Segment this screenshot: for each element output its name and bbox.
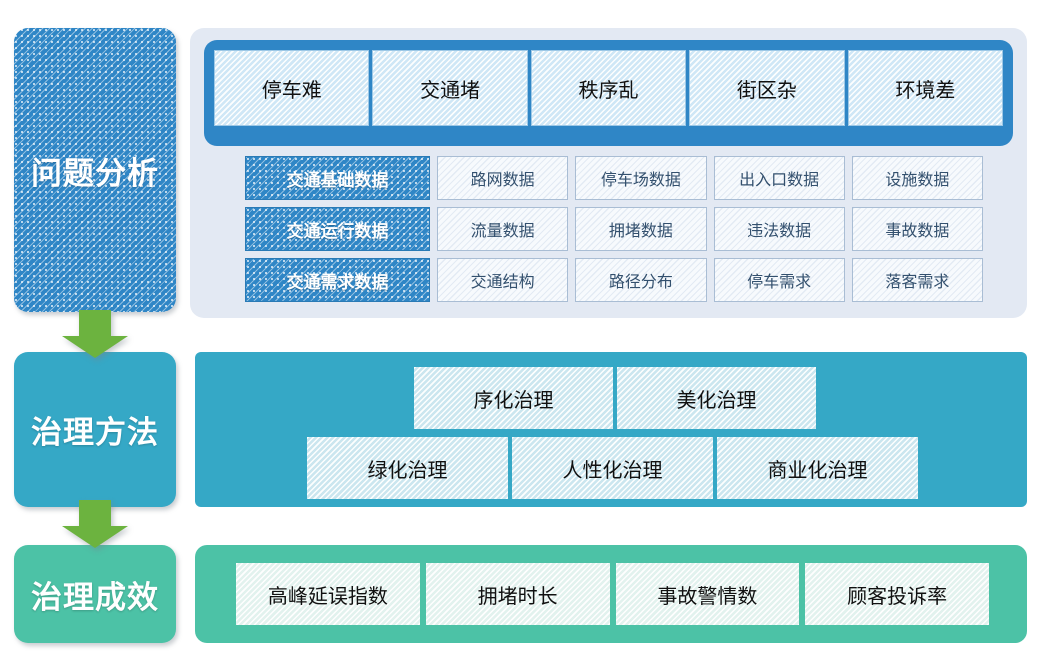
problem-box[interactable]: 交通堵	[372, 50, 528, 126]
result-metric-label: 事故警情数	[657, 585, 758, 608]
method-box-label: 序化治理	[473, 389, 554, 412]
problem-box-label: 停车难	[261, 79, 322, 102]
stage-label-methods: 治理方法	[14, 352, 176, 507]
analysis-panel: 停车难 交通堵 秩序乱 街区杂 环境差 交通基础数据	[190, 28, 1027, 318]
method-box-label: 商业化治理	[767, 459, 868, 482]
data-cell-label: 交通结构	[470, 274, 535, 291]
results-metric-row: 高峰延误指数 拥堵时长 事故警情数 顾客投诉率	[236, 563, 989, 625]
problem-box[interactable]: 秩序乱	[530, 50, 687, 126]
data-cell-label: 路径分布	[608, 274, 673, 291]
problem-box-label: 街区杂	[736, 79, 797, 102]
data-cell-label: 落客需求	[885, 274, 950, 291]
stage-label-analysis-text: 问题分析	[31, 155, 159, 191]
result-metric-box[interactable]: 拥堵时长	[425, 563, 610, 625]
method-box-label: 美化治理	[676, 389, 757, 412]
method-box-label: 绿化治理	[367, 459, 448, 482]
problem-box[interactable]: 停车难	[214, 50, 370, 126]
data-row-label[interactable]: 交通运行数据	[245, 207, 430, 251]
data-cell[interactable]: 设施数据	[851, 156, 983, 200]
result-metric-label: 拥堵时长	[477, 585, 558, 608]
arrow-down-icon	[62, 500, 128, 548]
data-row-label-text: 交通运行数据	[286, 221, 389, 241]
problem-box-label: 秩序乱	[578, 79, 639, 102]
data-cell[interactable]: 出入口数据	[713, 156, 845, 200]
data-cell[interactable]: 路网数据	[437, 156, 569, 200]
data-cell-label: 路网数据	[470, 172, 535, 189]
data-cell-label: 出入口数据	[739, 172, 820, 189]
result-metric-box[interactable]: 顾客投诉率	[805, 563, 989, 625]
result-metric-label: 顾客投诉率	[847, 585, 948, 608]
stage-label-results: 治理成效	[14, 545, 176, 643]
arrow-down-icon	[62, 310, 128, 358]
methods-top-row: 序化治理 美化治理	[414, 367, 816, 429]
data-cell-label: 违法数据	[747, 223, 812, 240]
data-cell-label: 设施数据	[885, 172, 950, 189]
data-row-label[interactable]: 交通基础数据	[245, 156, 430, 200]
data-row-label-text: 交通需求数据	[286, 272, 389, 292]
result-metric-box[interactable]: 事故警情数	[615, 563, 800, 625]
result-metric-box[interactable]: 高峰延误指数	[236, 563, 420, 625]
problem-box[interactable]: 街区杂	[689, 50, 845, 126]
data-row: 交通运行数据 流量数据 拥堵数据 违法数据 事故数据	[245, 207, 983, 251]
data-category-grid: 交通基础数据 路网数据 停车场数据 出入口数据 设施数据 交通运行数据	[245, 156, 983, 302]
data-cell[interactable]: 路径分布	[575, 258, 707, 302]
problem-box-label: 交通堵	[420, 79, 481, 102]
method-box[interactable]: 美化治理	[617, 367, 816, 429]
data-cell-label: 流量数据	[470, 223, 535, 240]
data-cell[interactable]: 拥堵数据	[575, 207, 707, 251]
method-box[interactable]: 人性化治理	[512, 437, 713, 499]
data-cell[interactable]: 违法数据	[713, 207, 845, 251]
problem-frame: 停车难 交通堵 秩序乱 街区杂 环境差	[204, 40, 1013, 146]
result-metric-label: 高峰延误指数	[267, 585, 388, 608]
method-box[interactable]: 绿化治理	[307, 437, 508, 499]
data-cell[interactable]: 停车需求	[713, 258, 845, 302]
methods-panel: 序化治理 美化治理 绿化治理 人性化治理 商业化治理	[195, 352, 1027, 507]
results-panel: 高峰延误指数 拥堵时长 事故警情数 顾客投诉率	[195, 545, 1027, 643]
method-box-label: 人性化治理	[562, 459, 663, 482]
data-cell-label: 事故数据	[885, 223, 950, 240]
data-cell[interactable]: 停车场数据	[575, 156, 707, 200]
data-cell-label: 拥堵数据	[608, 223, 673, 240]
data-row: 交通基础数据 路网数据 停车场数据 出入口数据 设施数据	[245, 156, 983, 200]
stage-label-methods-text: 治理方法	[31, 415, 159, 450]
problem-box-row: 停车难 交通堵 秩序乱 街区杂 环境差	[214, 50, 1004, 126]
data-row-label-text: 交通基础数据	[286, 170, 389, 190]
stage-label-results-text: 治理成效	[31, 579, 159, 615]
data-cell[interactable]: 事故数据	[851, 207, 983, 251]
data-cell-label: 停车需求	[747, 274, 812, 291]
methods-bottom-row: 绿化治理 人性化治理 商业化治理	[307, 437, 918, 499]
data-row: 交通需求数据 交通结构 路径分布 停车需求 落客需求	[245, 258, 983, 302]
problem-box-label: 环境差	[895, 79, 956, 102]
problem-box[interactable]: 环境差	[847, 50, 1004, 126]
method-box[interactable]: 序化治理	[414, 367, 613, 429]
stage-label-analysis: 问题分析	[14, 28, 176, 312]
data-cell[interactable]: 流量数据	[437, 207, 569, 251]
data-cell[interactable]: 落客需求	[851, 258, 983, 302]
method-box[interactable]: 商业化治理	[717, 437, 918, 499]
data-cell[interactable]: 交通结构	[437, 258, 569, 302]
data-row-label[interactable]: 交通需求数据	[245, 258, 430, 302]
data-cell-label: 停车场数据	[600, 172, 681, 189]
